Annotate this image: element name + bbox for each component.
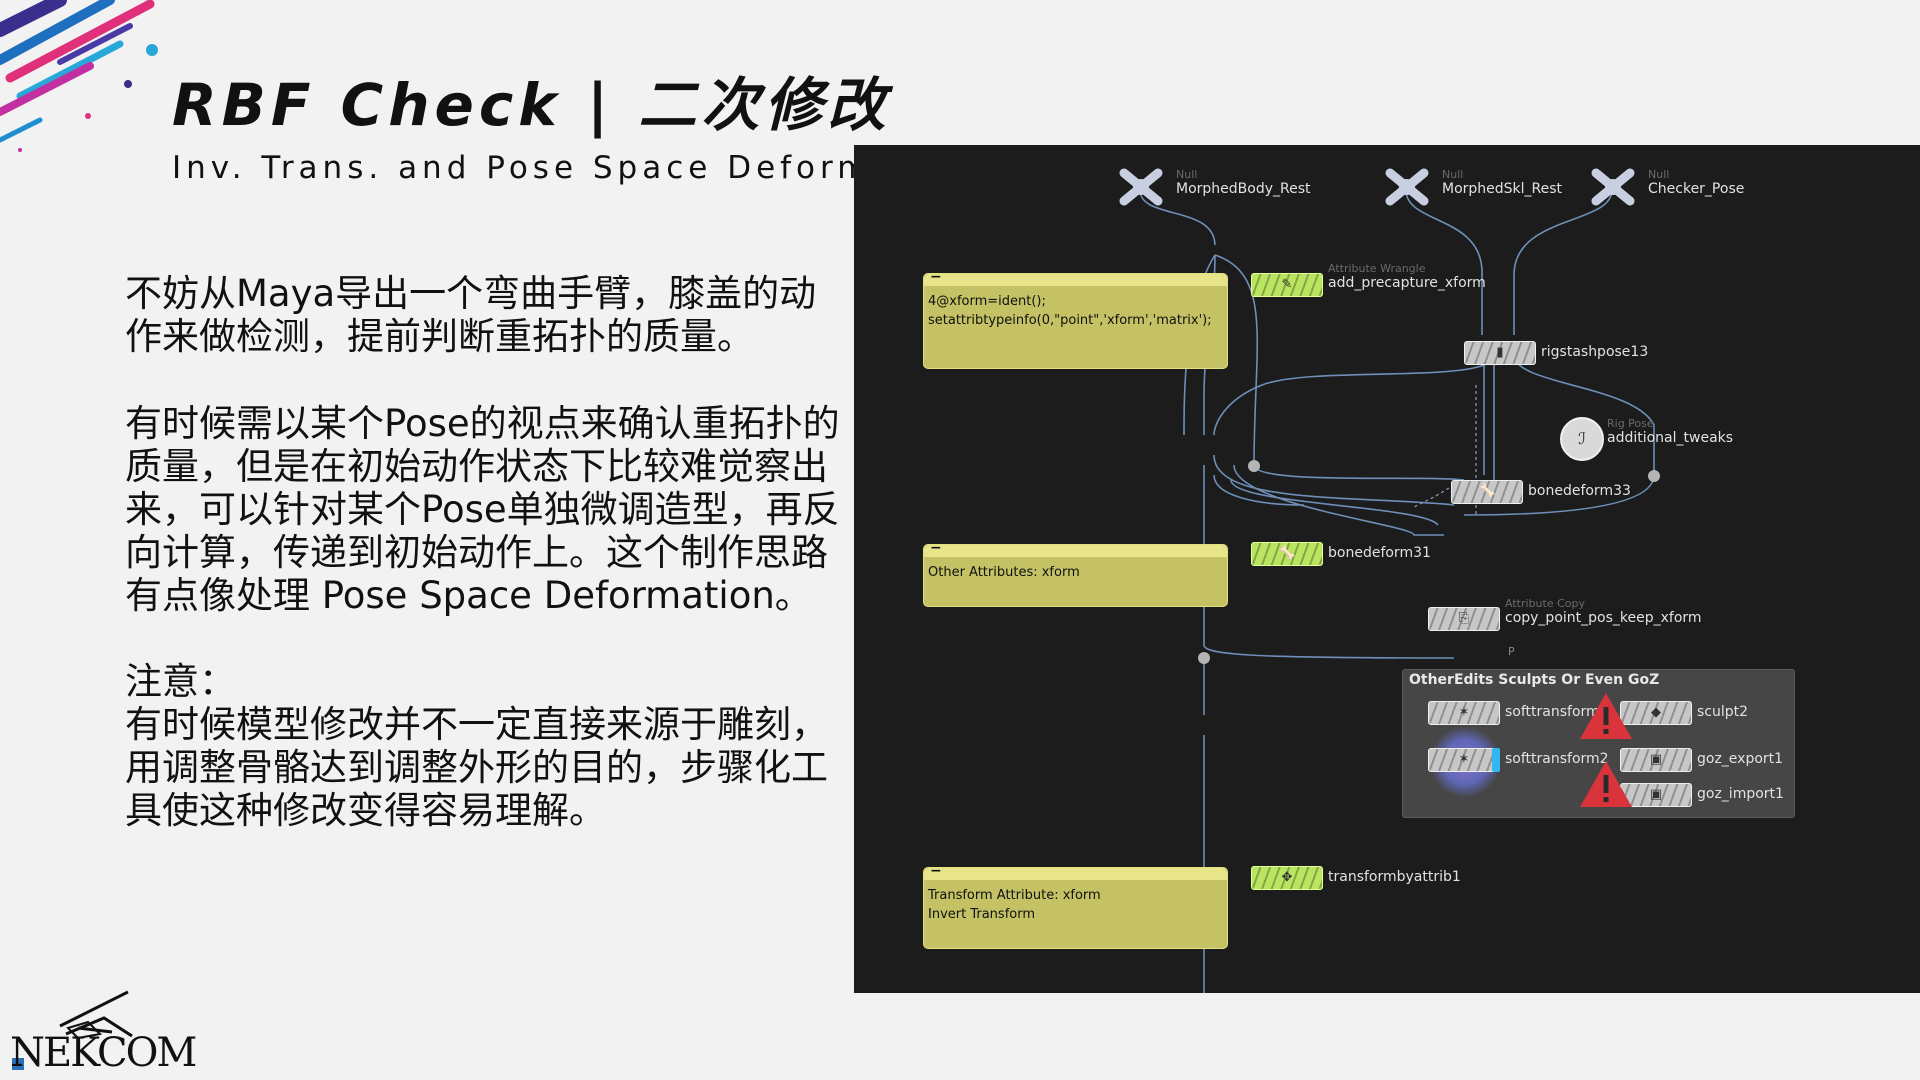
paragraph-line: 作来做检测，提前判断重拓扑的质量。 [125, 315, 754, 358]
paragraph-line: 有时候模型修改并不一定直接来源于雕刻， [125, 703, 828, 746]
sculpt-icon: ◆ [1651, 705, 1661, 720]
goz-icon: ▣ [1649, 787, 1663, 802]
node-type-label: Null [1176, 168, 1198, 181]
bonedeform-node[interactable]: 🦴 [1251, 542, 1323, 566]
paragraph-line: 注意： [125, 660, 236, 703]
sticky-text: Transform Attribute: xform [928, 888, 1101, 903]
wrangle-icon: ✎ [1281, 277, 1293, 292]
node-type-label: Null [1648, 168, 1670, 181]
node-label-additional-tweaks: additional_tweaks [1607, 430, 1734, 446]
paragraph-line: 有点像处理 Pose Space Deformation。 [125, 574, 812, 617]
node-label-softtransform1: softtransform1 [1505, 704, 1609, 720]
network-box-title: OtherEdits Sculpts Or Even GoZ [1409, 672, 1660, 688]
node-label-softtransform2: softtransform2 [1505, 751, 1609, 767]
attribute-copy-node[interactable]: ⎘ [1428, 607, 1500, 631]
node-graph[interactable]: Null MorphedBody_Rest Null MorphedSkl_Re… [854, 145, 1920, 993]
goz-icon: ▣ [1649, 752, 1663, 767]
node-label-bonedeform33: bonedeform33 [1528, 483, 1631, 499]
node-label-add-precapture-xform: add_precapture_xform [1328, 275, 1486, 291]
sticky-note[interactable]: − Other Attributes: xform [923, 540, 1228, 607]
goz-export-node[interactable]: ▣ [1620, 748, 1692, 772]
logo-text: NEKCOM [10, 1030, 197, 1076]
sticky-text: Invert Transform [928, 907, 1036, 922]
sticky-text: setattribtypeinfo(0,"point",'xform','mat… [928, 313, 1212, 328]
sticky-note[interactable]: − Transform Attribute: xform Invert Tran… [923, 863, 1228, 949]
goz-import-node[interactable]: ▣ [1620, 783, 1692, 807]
logo-mark [12, 990, 133, 1070]
warning-icon [1580, 761, 1632, 807]
transform-icon: ✥ [1281, 870, 1293, 885]
node-label-bonedeform31: bonedeform31 [1328, 545, 1431, 561]
node-wires [1139, 189, 1660, 993]
sticky-text: 4@xform=ident(); [928, 294, 1046, 309]
softtransform-node[interactable]: ✶ [1428, 748, 1500, 772]
paragraph-2: 有时候需以某个Pose的视点来确认重拓扑的 质量，但是在初始动作状态下比较难觉察… [125, 402, 840, 617]
transformbyattrib-node[interactable]: ✥ [1251, 866, 1323, 890]
paragraph-1: 不妨从Maya导出一个弯曲手臂，膝盖的动 作来做检测，提前判断重拓扑的质量。 [125, 272, 825, 358]
node-label-morphedbody-rest: MorphedBody_Rest [1176, 181, 1311, 197]
rig-pose-node[interactable]: ℐ [1560, 417, 1604, 461]
soft-transform-icon: ✶ [1458, 705, 1470, 720]
copy-icon: ⎘ [1458, 611, 1470, 626]
bonedeform-node[interactable]: 🦴 [1451, 480, 1523, 504]
paragraph-3: 注意： 有时候模型修改并不一定直接来源于雕刻， 用调整骨骼达到调整外形的目的，步… [125, 660, 828, 832]
node-label-goz-export1: goz_export1 [1697, 751, 1784, 767]
paragraph-line: 不妨从Maya导出一个弯曲手臂，膝盖的动 [125, 272, 817, 315]
warning-icon [1580, 693, 1632, 739]
rig-stash-icon: ▮ [1496, 345, 1504, 360]
null-node-icon[interactable] [1382, 165, 1432, 209]
rigstashpose-node[interactable]: ▮ [1464, 341, 1536, 365]
node-label-transformbyattrib1: transformbyattrib1 [1328, 869, 1461, 885]
bone-icon: 🦴 [1479, 484, 1496, 499]
sticky-text: Other Attributes: xform [928, 565, 1080, 580]
null-node-icon[interactable] [1588, 165, 1638, 209]
node-label-goz-import1: goz_import1 [1697, 786, 1784, 802]
sculpt-node[interactable]: ◆ [1620, 701, 1692, 725]
attribute-wrangle-node[interactable]: ✎ [1251, 273, 1323, 297]
sticky-note[interactable]: − 4@xform=ident(); setattribtypeinfo(0,"… [923, 269, 1228, 369]
node-label-sculpt2: sculpt2 [1697, 704, 1749, 720]
paragraph-line: 具使这种修改变得容易理解。 [125, 789, 606, 832]
rig-pose-icon: ℐ [1578, 429, 1586, 448]
paragraph-line: 用调整骨骼达到调整外形的目的，步骤化工 [125, 746, 828, 789]
node-label-rigstashpose13: rigstashpose13 [1541, 344, 1649, 360]
node-type-label: Attribute Wrangle [1328, 262, 1426, 275]
node-label-checker-pose: Checker_Pose [1648, 181, 1745, 197]
node-flag-label: P [1508, 645, 1515, 658]
soft-transform-icon: ✶ [1458, 752, 1470, 767]
display-flag[interactable] [1492, 748, 1500, 772]
softtransform-node[interactable]: ✶ [1428, 701, 1500, 725]
page-subtitle: Inv. Trans. and Pose Space Deformation [172, 150, 976, 186]
paragraph-line: 来，可以针对某个Pose单独微调造型，再反 [125, 488, 840, 531]
paragraph-line: 向计算，传递到初始动作上。这个制作思路 [125, 531, 828, 574]
paragraph-line: 质量，但是在初始动作状态下比较难觉察出 [125, 445, 828, 488]
node-type-label: Null [1442, 168, 1464, 181]
node-label-copy-point-pos-keep-xform: copy_point_pos_keep_xform [1505, 610, 1702, 626]
page-title: RBF Check | 二次修改 [172, 71, 891, 139]
node-type-label: Rig Pose [1607, 417, 1654, 430]
node-label-morphedskl-rest: MorphedSkl_Rest [1442, 181, 1563, 197]
bone-icon: 🦴 [1279, 546, 1296, 561]
null-node-icon[interactable] [1116, 165, 1166, 209]
node-type-label: Attribute Copy [1505, 597, 1585, 610]
paragraph-line: 有时候需以某个Pose的视点来确认重拓扑的 [125, 402, 840, 445]
decorative-streaks [0, 0, 158, 152]
